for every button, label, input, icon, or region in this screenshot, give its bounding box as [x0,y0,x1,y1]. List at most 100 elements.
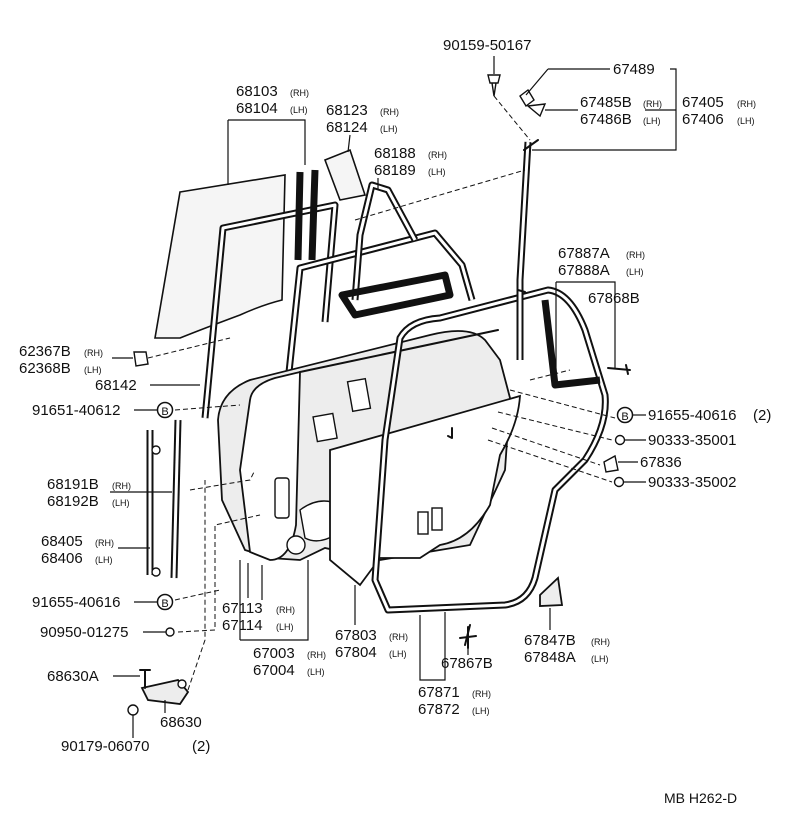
assembly-line-3 [147,337,231,359]
bolt-68191b-bottom [151,567,161,577]
svg-text:(LH): (LH) [84,365,102,375]
belt-moulding [338,271,454,319]
leader-67113 [247,563,263,600]
bolt-68630a [139,669,151,689]
svg-text:(RH): (RH) [626,250,645,260]
bolt-68191b-top [151,445,161,455]
assembly-line-6 [174,589,221,601]
clip-62367b [133,351,149,367]
label-68104: 68104 [236,100,278,117]
garnish-67847b [539,576,564,607]
diagram-code: MB H262-D [664,790,737,806]
svg-text:(LH): (LH) [276,622,294,632]
svg-text:B: B [621,411,628,423]
label-90159-50167: 90159-50167 [443,37,531,54]
svg-text:(RH): (RH) [389,632,408,642]
label-68142: 68142 [95,377,137,394]
svg-text:(RH): (RH) [307,650,326,660]
svg-text:(RH): (RH) [290,88,309,98]
svg-text:(RH): (RH) [95,538,114,548]
grommet-90950 [165,627,175,637]
label-68192b: 68192B [47,493,99,510]
leader-68103 [227,119,306,185]
label-91655-right-qty: (2) [753,407,771,424]
label-91651-40612: 91651-40612 [32,402,120,419]
assembly-line-1 [493,95,531,141]
svg-text:(LH): (LH) [95,555,113,565]
svg-text:(LH): (LH) [626,267,644,277]
leader-67871 [419,612,446,681]
svg-text:(LH): (LH) [307,667,325,677]
label-62368b: 62368B [19,360,71,377]
leader-67003 [239,560,309,641]
assembly-line-13 [529,369,571,381]
svg-text:(RH): (RH) [380,107,399,117]
svg-text:B: B [161,406,168,418]
door-cutout-1 [312,412,338,443]
svg-text:(LH): (LH) [643,116,661,126]
label-67887a: 67887A [558,245,610,262]
door-hole-1 [286,535,306,555]
grommet-90333-35001 [614,434,626,446]
label-67004: 67004 [253,662,295,679]
label-67405: 67405 [682,94,724,111]
label-67114: 67114 [222,617,263,634]
label-67485b: 67485B [580,94,632,111]
label-68124: 68124 [326,119,368,136]
label-67888a: 67888A [558,262,610,279]
label-67804: 67804 [335,644,377,661]
svg-text:(RH): (RH) [428,150,447,160]
hinge-pin [177,679,187,689]
label-90333-35002: 90333-35002 [648,474,736,491]
cover-slot-2 [431,507,443,531]
label-68103: 68103 [236,83,278,100]
label-68406: 68406 [41,550,83,567]
cover-slot-1 [417,511,429,535]
label-62367b: 62367B [19,343,71,360]
label-90950-01275: 90950-01275 [40,624,128,641]
label-90179-06070: 90179-06070 [61,738,149,755]
svg-text:(RH): (RH) [643,99,662,109]
svg-text:(RH): (RH) [591,637,610,647]
assembly-line-5 [189,469,256,491]
label-67489: 67489 [613,61,655,78]
door-cutout-2 [346,377,372,413]
screw-90159 [487,74,501,97]
label-67836: 67836 [640,454,682,471]
assembly-line-2 [354,169,526,221]
clip-67867b [459,624,477,649]
rear-weatherstrip [541,299,601,389]
label-68123: 68123 [326,102,368,119]
svg-text:(LH): (LH) [290,105,308,115]
label-67486b: 67486B [580,111,632,128]
label-68405: 68405 [41,533,83,550]
svg-text:(RH): (RH) [112,481,131,491]
assembly-line-7 [177,514,261,633]
label-91655-40616-right: 91655-40616 [648,407,736,424]
label-67406: 67406 [682,111,724,128]
nut-90179 [127,704,139,716]
label-68189: 68189 [374,162,416,179]
assembly-line-10 [497,411,613,441]
assembly-line-9 [509,389,616,419]
svg-text:(RH): (RH) [737,99,756,109]
label-67871: 67871 [418,684,460,701]
label-91655-40616-left: 91655-40616 [32,594,120,611]
label-67113: 67113 [222,600,263,617]
svg-text:B: B [161,598,168,610]
svg-text:(LH): (LH) [389,649,407,659]
svg-text:(RH): (RH) [84,348,103,358]
label-67867b: 67867B [441,655,493,672]
label-67848a: 67848A [524,649,576,666]
assembly-line-8 [187,480,206,691]
rear-sash-top [517,139,539,293]
b-marker-right: B [616,406,634,424]
svg-text:(LH): (LH) [591,654,609,664]
leader-67887a [555,281,616,372]
label-68630: 68630 [160,714,202,731]
clip-67836 [603,454,619,473]
screw-67868b [607,364,631,375]
svg-text:(RH): (RH) [472,689,491,699]
leader-68123 [347,134,351,153]
